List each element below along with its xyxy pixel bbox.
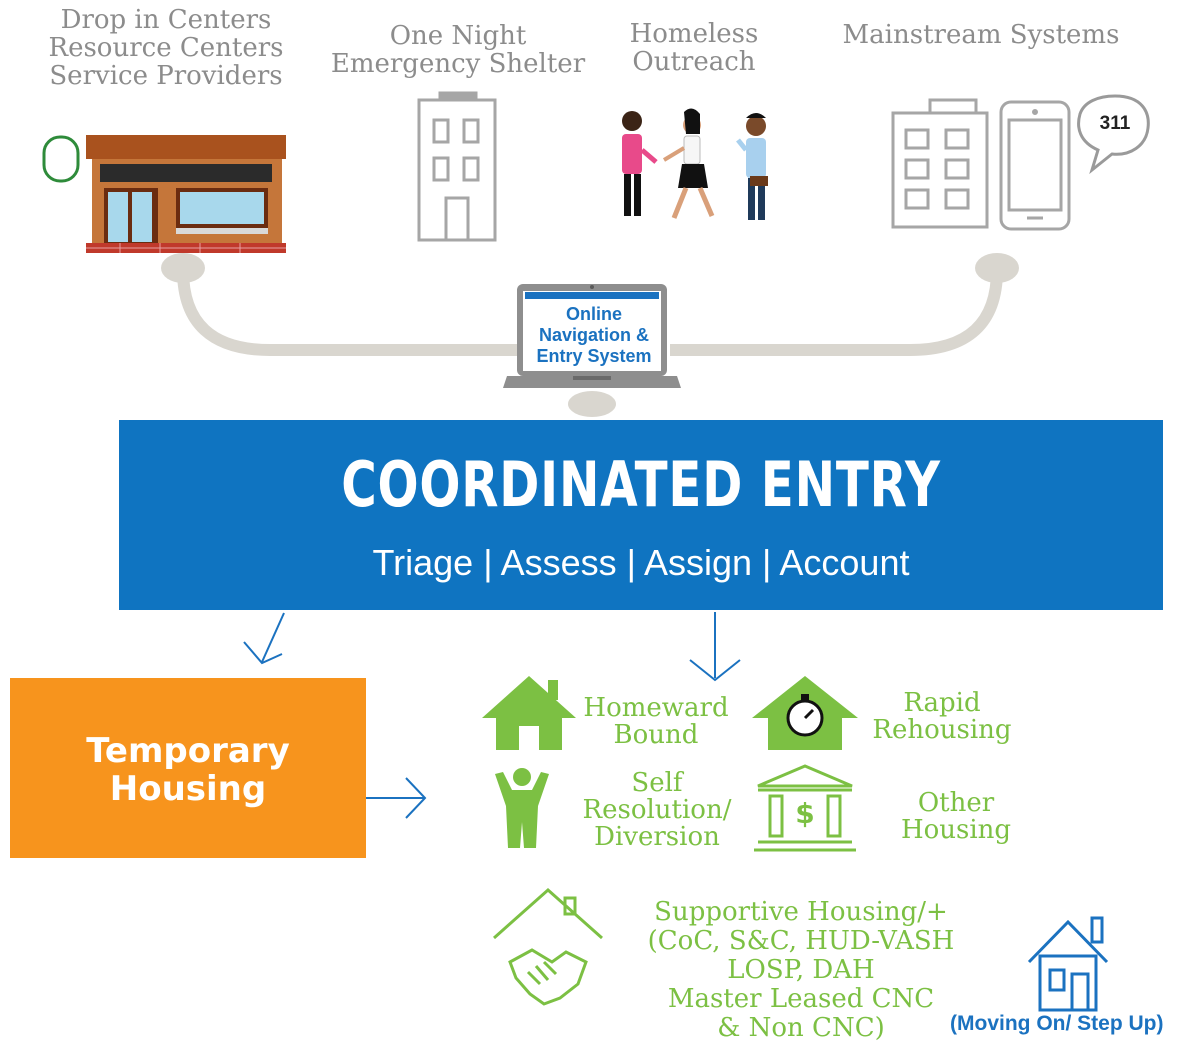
- online-line-3: Entry System: [536, 346, 652, 366]
- rapid-rehousing-label: Rapid Rehousing: [866, 690, 1018, 744]
- connector-node-left: [161, 253, 205, 283]
- homeward-line-2: Bound: [613, 720, 699, 750]
- rapid-rehousing-icon: [752, 676, 858, 750]
- small-house-icon: [1027, 916, 1109, 1012]
- drop-in-centers-label: Drop in Centers Resource Centers Service…: [40, 6, 292, 90]
- outreach-label: Homeless Outreach: [614, 20, 774, 76]
- supportive-line-4: Master Leased CNC: [667, 984, 935, 1014]
- dollar-sign-icon: $: [795, 797, 814, 830]
- mainstream-line-1: Mainstream Systems: [842, 20, 1120, 50]
- connector-right: [670, 269, 1003, 356]
- connector-lines: [161, 253, 1019, 417]
- arrow-from-temp-housing: [366, 777, 427, 819]
- drop-in-line-2: Resource Centers: [48, 33, 284, 63]
- rapid-line-1: Rapid: [903, 688, 981, 718]
- laptop-icon: [503, 284, 681, 388]
- mainstream-systems-label: Mainstream Systems: [828, 21, 1134, 49]
- temporary-housing-label: Temporary Housing: [10, 732, 366, 808]
- coordinated-entry-banner: COORDINATED ENTRY Triage | Assess | Assi…: [119, 420, 1163, 610]
- shelter-building-icon: [417, 91, 497, 242]
- supportive-line-2: (CoC, S&C, HUD-VASH: [647, 926, 955, 956]
- arrow-to-temp-housing: [243, 612, 285, 665]
- phone-311-label: 311: [1099, 113, 1131, 134]
- outreach-line-2: Outreach: [632, 47, 756, 77]
- speech-bubble-icon: [1077, 94, 1150, 175]
- smartphone-icon: [999, 100, 1071, 231]
- homeward-line-1: Homeward: [583, 693, 729, 723]
- online-navigation-entry-system: Online Navigation & Entry System: [526, 304, 662, 367]
- self-resolution-label: Self Resolution/ Diversion: [576, 770, 738, 851]
- connector-node-bottom: [568, 391, 616, 417]
- rapid-line-2: Rehousing: [872, 715, 1012, 745]
- connector-node-right: [975, 253, 1019, 283]
- other-line-1: Other: [917, 788, 995, 818]
- home-icon: [482, 676, 576, 750]
- self-line-1: Self: [631, 768, 683, 798]
- bank-dollar-icon: [754, 764, 856, 852]
- coordinated-entry-subtitle: Triage | Assess | Assign | Account: [372, 542, 910, 583]
- supportive-line-1: Supportive Housing/+: [654, 897, 948, 927]
- outreach-people-icon: [622, 108, 768, 220]
- arrow-to-housing-options: [689, 612, 741, 682]
- shelter-line-2: Emergency Shelter: [330, 49, 586, 79]
- supportive-line-3: LOSP, DAH: [727, 955, 875, 985]
- other-line-2: Housing: [900, 815, 1012, 845]
- self-line-2: Resolution/: [582, 795, 732, 825]
- person-arms-up-icon: [495, 768, 549, 848]
- temp-line-1: Temporary: [86, 731, 290, 771]
- supportive-housing-label: Supportive Housing/+ (CoC, S&C, HUD-VASH…: [644, 898, 958, 1043]
- drop-in-line-3: Service Providers: [49, 61, 283, 91]
- moving-on-step-up-label: (Moving On/ Step Up): [950, 1012, 1164, 1035]
- storefront-icon: [42, 135, 286, 253]
- temp-line-2: Housing: [109, 769, 267, 809]
- self-line-3: Diversion: [594, 822, 720, 852]
- coordinated-entry-title: COORDINATED ENTRY: [341, 448, 941, 521]
- online-line-1: Online: [565, 304, 622, 324]
- outreach-line-1: Homeless: [629, 19, 759, 49]
- shelter-line-1: One Night: [389, 21, 527, 51]
- shelter-label: One Night Emergency Shelter: [328, 22, 588, 78]
- online-line-2: Navigation &: [538, 325, 649, 345]
- office-building-icon: [891, 98, 989, 229]
- supportive-line-5: & Non CNC): [717, 1013, 885, 1043]
- other-housing-label: Other Housing: [894, 790, 1018, 844]
- drop-in-line-1: Drop in Centers: [60, 5, 272, 35]
- temporary-housing-box: Temporary Housing: [10, 678, 366, 858]
- connector-left: [177, 269, 520, 356]
- handshake-house-icon: [493, 887, 603, 1006]
- homeward-bound-label: Homeward Bound: [580, 695, 732, 749]
